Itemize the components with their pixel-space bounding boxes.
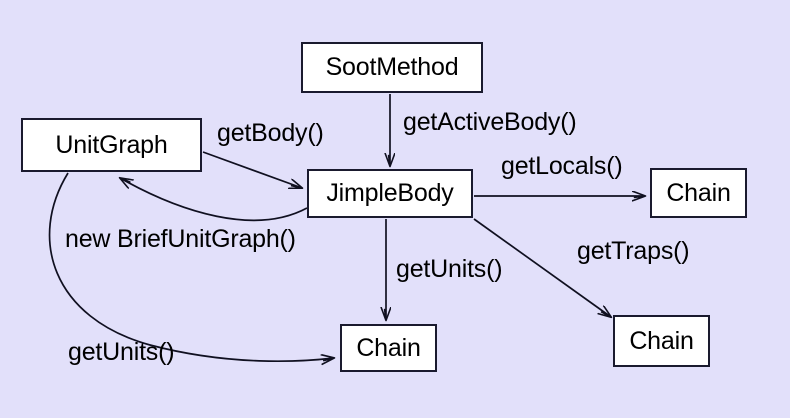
edge-label-getactivebody: getActiveBody() [403, 108, 577, 136]
edge-label-getlocals: getLocals() [501, 152, 623, 180]
edge-label-getunits-unitgraph: getUnits() [68, 338, 175, 366]
edge-path-getbody [202, 151, 302, 188]
edge-label-newbriefunitgraph: new BriefUnitGraph() [65, 225, 296, 253]
node-chain-mid[interactable]: Chain [340, 324, 437, 372]
node-label-chain-mid: Chain [356, 333, 421, 362]
edge-path-gettraps [473, 218, 611, 317]
node-label-sootmethod: SootMethod [325, 53, 459, 81]
node-label-chain-right: Chain [666, 178, 731, 207]
node-jimplebody[interactable]: JimpleBody [307, 169, 473, 218]
node-label-unitgraph: UnitGraph [55, 130, 168, 159]
node-label-jimplebody: JimpleBody [326, 179, 454, 207]
edge-path-getunits-unitgraph [48, 172, 334, 361]
edge-path-newbriefunitgraph [120, 178, 308, 222]
edge-label-getunits-jimple: getUnits() [396, 255, 503, 283]
edge-label-getbody: getBody() [217, 119, 324, 147]
node-unitgraph[interactable]: UnitGraph [21, 118, 202, 172]
edge-label-gettraps: getTraps() [577, 237, 690, 265]
node-chain-right[interactable]: Chain [650, 168, 747, 218]
node-chain-lower[interactable]: Chain [613, 315, 710, 367]
node-sootmethod[interactable]: SootMethod [301, 42, 483, 93]
node-label-chain-lower: Chain [629, 326, 694, 355]
